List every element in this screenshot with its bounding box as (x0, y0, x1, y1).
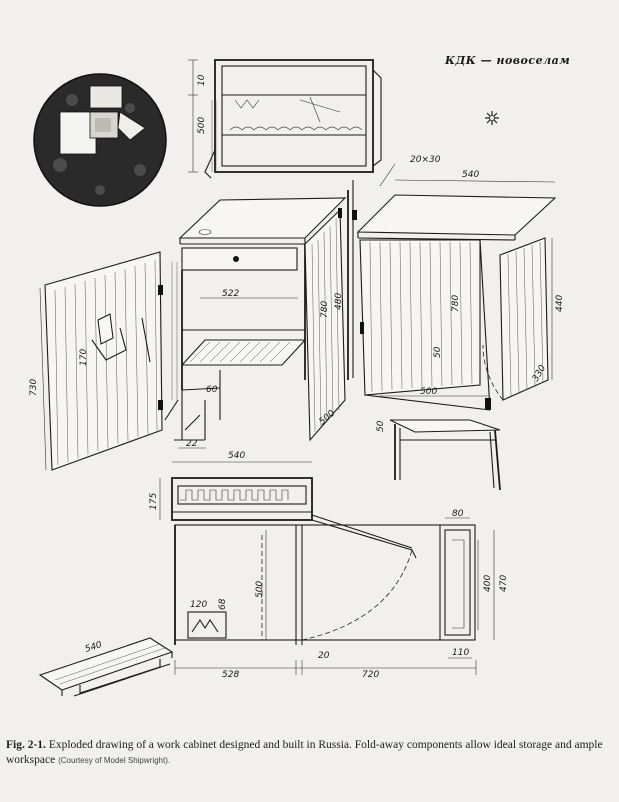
dim-drawer-width: 522 (222, 289, 239, 299)
dim-right-cabinet-depth: 500 (420, 387, 437, 397)
dim-right-cabinet-side: 50 (433, 346, 443, 358)
bench-stand: 50 (376, 419, 501, 491)
dim-right-detail-bottom: 110 (452, 648, 469, 658)
dim-inner-height: 480 (334, 293, 344, 310)
side-elevation: 540 175 (149, 451, 417, 559)
right-cabinet-dims: 540 20×30 780 50 440 330 500 (379, 155, 565, 397)
dim-door-height: 440 (555, 295, 565, 312)
dim-right-detail-inner: 400 (483, 575, 493, 592)
dim-plan-left: 528 (222, 670, 239, 680)
dim-plan-gap: 20 (318, 651, 330, 661)
wall-cabinet-dims: 10 500 (188, 59, 207, 173)
dim-door-panel-height: 730 (29, 379, 39, 396)
dim-top-view-width: 540 (228, 451, 245, 461)
wall-cabinet (204, 59, 382, 179)
folding-board: 540 (38, 637, 174, 697)
caption-courtesy: (Courtesy of Model Shipwright). (58, 756, 171, 765)
left-door-panel (44, 251, 163, 471)
dim-shelf-section: 20×30 (410, 155, 441, 165)
dim-wall-cabinet-height: 500 (197, 117, 207, 134)
dim-bench-height: 50 (376, 420, 386, 432)
inset-circle-illustration (33, 73, 167, 207)
russian-heading: КДК — новоселам (445, 54, 571, 67)
dim-right-cabinet-height: 780 (451, 295, 461, 312)
right-cabinet (347, 180, 557, 411)
dim-board-length: 540 (84, 640, 104, 655)
figure-caption: Fig. 2-1. Exploded drawing of a work cab… (6, 738, 611, 768)
left-door-dims: 730 170 (29, 287, 89, 471)
dim-table-length: 540 (462, 170, 479, 180)
caption-label: Fig. 2-1. (6, 739, 46, 751)
dim-cabinet-base: 60 (206, 385, 218, 395)
dim-door-handle: 170 (79, 349, 89, 366)
dim-detail-width: 120 (190, 600, 207, 610)
plan-view: 120 68 500 528 20 720 80 400 470 110 (174, 509, 509, 680)
dim-leg-offset: 22 (186, 439, 198, 449)
dim-plan-depth: 500 (255, 581, 265, 598)
caption-text: Exploded drawing of a work cabinet desig… (6, 739, 603, 766)
dim-cabinet-height: 780 (320, 301, 330, 318)
cabinet-exploded-drawing: 10 500 (29, 59, 565, 697)
left-base-cabinet (164, 197, 347, 442)
dim-detail-height: 68 (218, 598, 228, 610)
star-mark (485, 111, 499, 125)
dim-right-detail-top: 80 (452, 509, 464, 519)
dim-wall-cabinet-top: 10 (197, 74, 207, 86)
dim-plan-right: 720 (362, 670, 379, 680)
dim-right-detail-outer: 470 (499, 575, 509, 592)
dim-top-view-depth: 175 (149, 493, 159, 510)
